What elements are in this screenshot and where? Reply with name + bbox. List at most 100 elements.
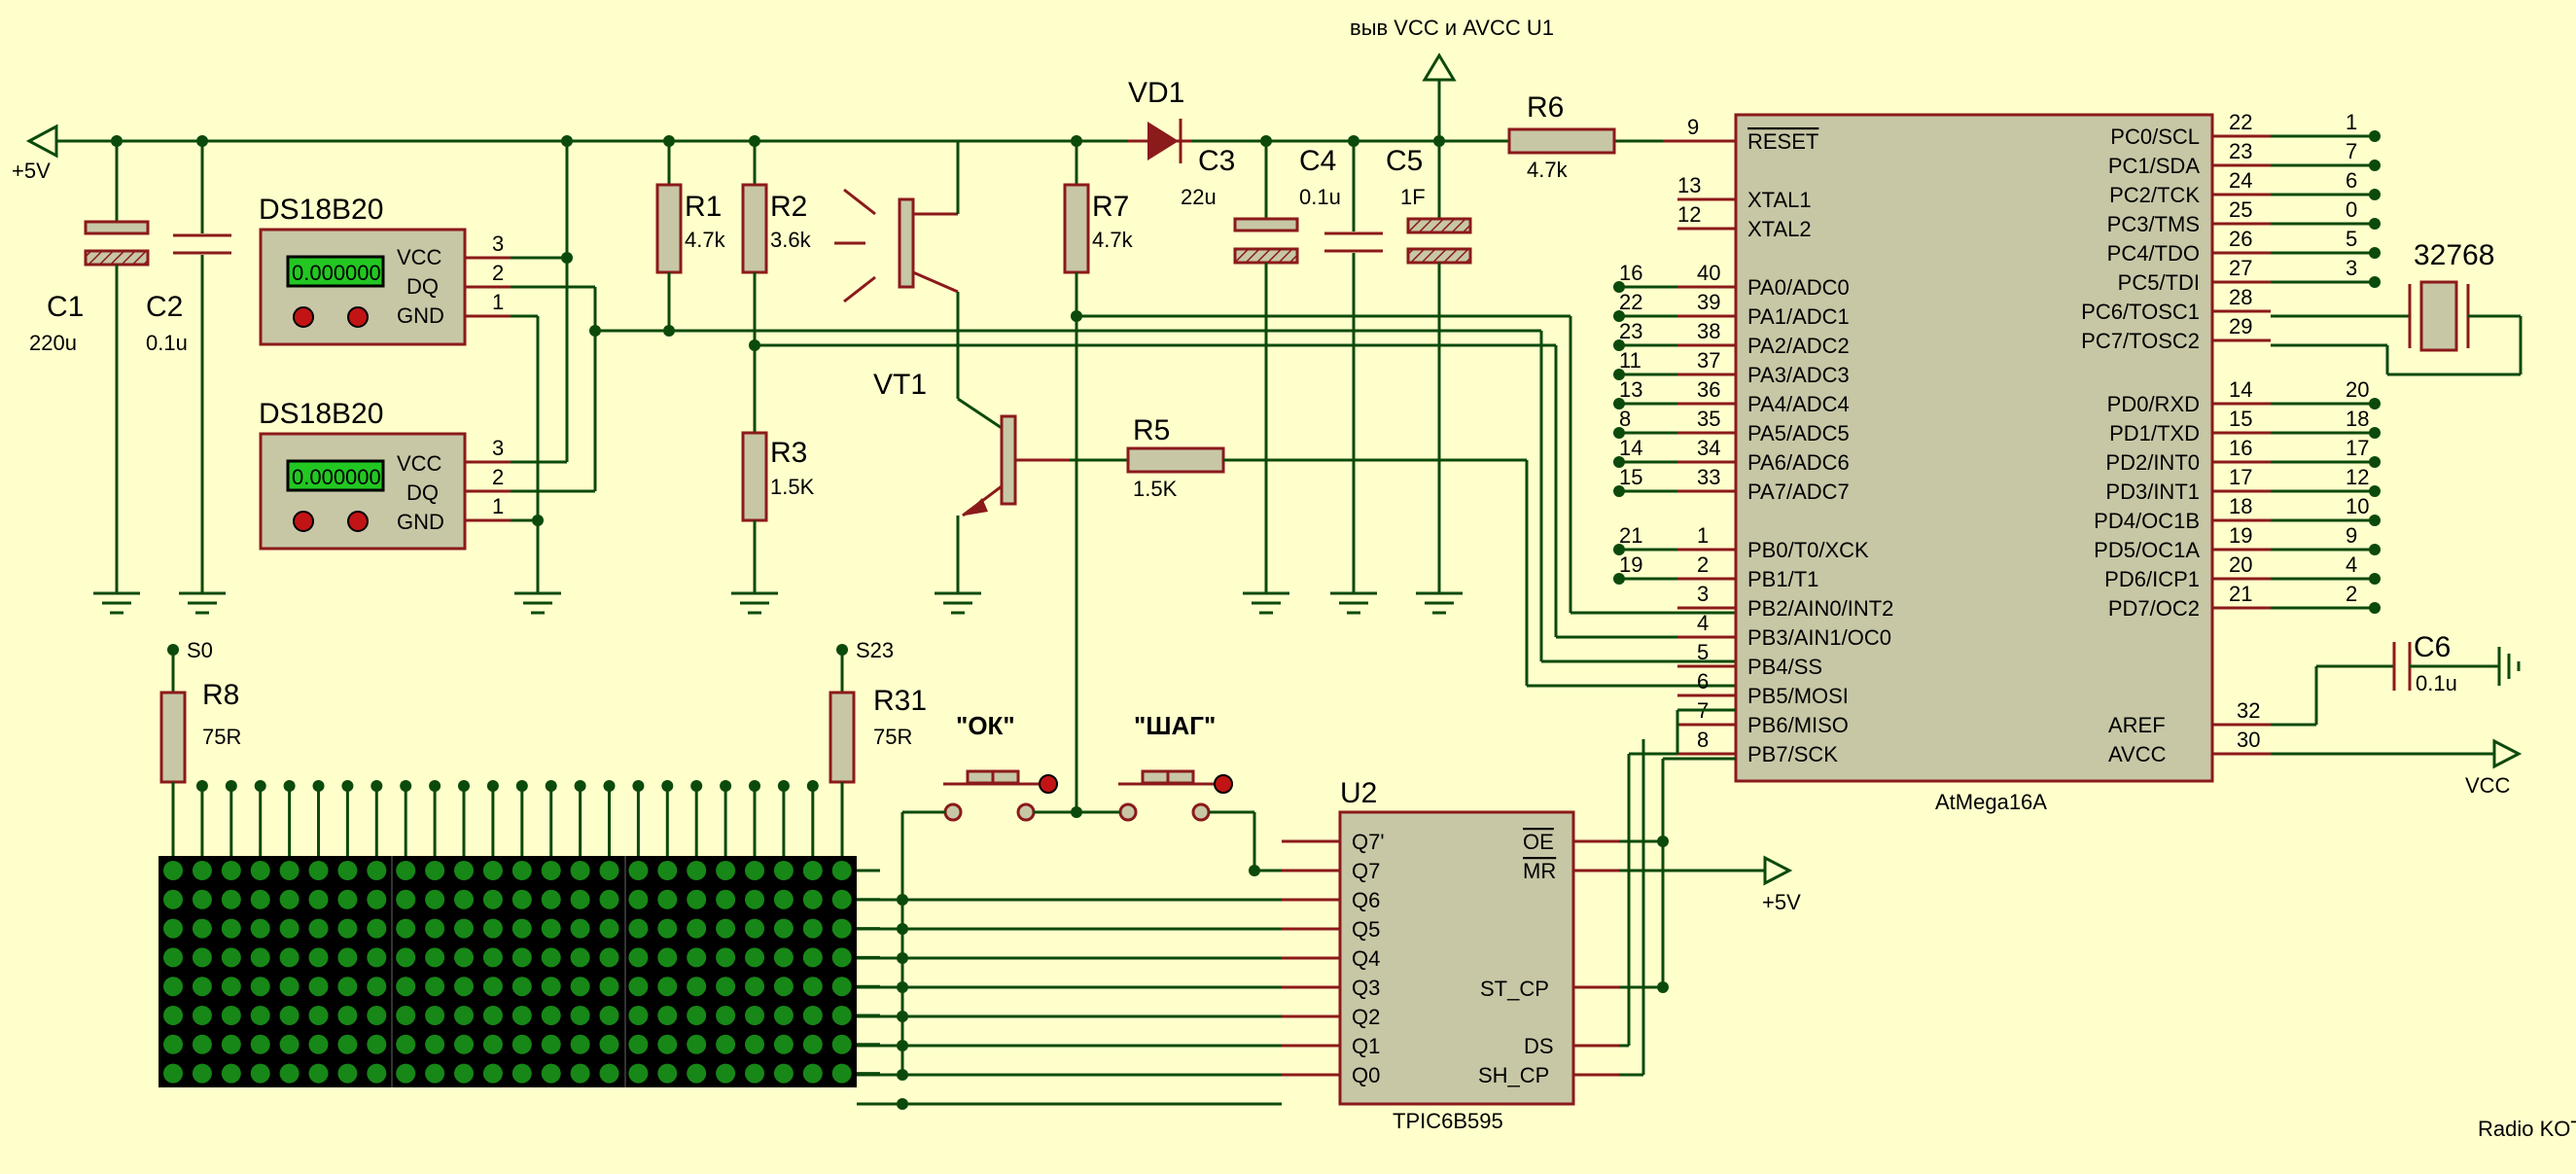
led-dot	[425, 861, 445, 880]
led-dot	[163, 1063, 183, 1084]
led-dot	[599, 918, 619, 939]
mcu-pin-number: 14	[2229, 377, 2252, 402]
led-dot	[570, 1006, 590, 1025]
led-dot	[482, 1063, 503, 1084]
led-dot	[628, 1034, 649, 1054]
led-dot	[308, 1006, 329, 1025]
mcu-pin-label: PA0/ADC0	[1747, 275, 1850, 300]
button-ok[interactable]: "ОК"	[943, 711, 1058, 822]
resistor-r3: R3 1.5K	[741, 431, 815, 593]
led-dot	[192, 889, 212, 909]
svg-text:75R: 75R	[202, 725, 241, 749]
mcu-pin-label: PB4/SS	[1747, 655, 1822, 679]
led-dot	[773, 1006, 794, 1025]
led-dot	[802, 861, 823, 880]
led-dot	[482, 889, 503, 909]
led-dot	[745, 947, 764, 968]
led-dot	[192, 1034, 212, 1054]
svg-text:3: 3	[492, 231, 504, 256]
u2-pin-label: Q7	[1352, 859, 1380, 883]
plus5v-terminal-arrow	[25, 124, 58, 159]
led-dot	[657, 861, 678, 880]
net-label: 10	[2346, 494, 2369, 518]
svg-text:DS: DS	[1524, 1034, 1554, 1058]
svg-text:GND: GND	[397, 303, 444, 328]
mcu-pin-number: 15	[2229, 407, 2252, 431]
led-dot	[250, 1063, 270, 1084]
led-dot	[628, 977, 649, 997]
button-step[interactable]: "ШАГ"	[1118, 711, 1233, 822]
net-label: 12	[2346, 465, 2369, 489]
u2-pin-label: Q3	[1352, 976, 1380, 1000]
svg-text:R3: R3	[770, 437, 807, 469]
mcu-pin-number: 1	[1697, 523, 1709, 548]
led-dot	[745, 918, 764, 939]
mcu-pin-number: 21	[2229, 582, 2252, 606]
led-dot	[482, 1034, 503, 1054]
mcu-right-pins: PC0/SCL22PC1/SDA23PC2/TCK24PC3/TMS25PC4/…	[2081, 110, 2271, 621]
svg-text:2: 2	[492, 261, 504, 285]
led-dot	[716, 918, 736, 939]
led-dot	[192, 1006, 212, 1025]
plus5v-label: +5V	[12, 159, 51, 183]
mcu-pin-number: 17	[2229, 465, 2252, 489]
led-dot	[541, 861, 561, 880]
led-dot	[482, 947, 503, 968]
mcu-pin-number: 28	[2229, 285, 2252, 309]
led-dot	[454, 1034, 474, 1054]
net-label: 7	[2346, 139, 2357, 163]
diode-vd1: VD1	[1128, 77, 1191, 163]
led-dot	[687, 1006, 707, 1025]
led-dot	[482, 918, 503, 939]
svg-text:3: 3	[492, 436, 504, 460]
mcu-pin-number: 40	[1697, 261, 1720, 285]
mcu-pin-label: PC4/TDO	[2107, 241, 2200, 266]
led-dot	[367, 1034, 387, 1054]
mcu-pin-number: 19	[2229, 523, 2252, 548]
svg-text:R31: R31	[873, 685, 927, 717]
resistor-r31: S23 R31 75R	[829, 638, 927, 856]
svg-text:VT1: VT1	[873, 369, 927, 401]
led-dot	[425, 1006, 445, 1025]
svg-text:VCC: VCC	[397, 245, 442, 269]
led-dot	[512, 1034, 532, 1054]
led-dot	[716, 889, 736, 909]
svg-text:C5: C5	[1386, 145, 1423, 177]
led-dot	[831, 1034, 852, 1054]
mcu-atmega16a: 40PA0/ADC039PA1/ADC138PA2/ADC237PA3/ADC3…	[1663, 110, 2271, 814]
svg-text:XTAL2: XTAL2	[1747, 217, 1812, 241]
led-dot	[396, 1063, 416, 1084]
mcu-pin-label: PD7/OC2	[2108, 596, 2200, 621]
led-dot	[425, 918, 445, 939]
watermark: Radio KOT	[2478, 1117, 2576, 1141]
led-dot	[192, 918, 212, 939]
led-dot	[192, 947, 212, 968]
mcu-pin-label: PC7/TOSC2	[2081, 329, 2200, 353]
led-dot	[831, 977, 852, 997]
led-dot	[425, 1063, 445, 1084]
led-dot	[657, 947, 678, 968]
led-dot	[163, 947, 183, 968]
svg-text:1.5K: 1.5K	[770, 475, 815, 499]
mcu-pin-label: PA7/ADC7	[1747, 480, 1850, 504]
svg-text:12: 12	[1677, 202, 1701, 227]
mcu-pin-label: PC1/SDA	[2108, 154, 2200, 178]
led-dot	[192, 977, 212, 997]
led-dot	[628, 947, 649, 968]
svg-text:R7: R7	[1092, 191, 1129, 223]
led-dot	[541, 918, 561, 939]
resistor-r7: R7 4.7k	[1063, 141, 1736, 812]
led-dot	[802, 1034, 823, 1054]
led-dot	[628, 1006, 649, 1025]
led-dot	[628, 1063, 649, 1084]
led-dot	[599, 1063, 619, 1084]
net-label: 23	[1619, 319, 1642, 343]
net-label: 2	[2346, 582, 2357, 606]
vcc-note: выв VCC и AVCC U1	[1350, 16, 1554, 141]
resistor-r8: S0 R8 75R	[159, 638, 241, 856]
net-label: 11	[1619, 348, 1641, 373]
led-dot	[425, 977, 445, 997]
led-dot	[221, 1006, 241, 1025]
led-dot	[773, 1063, 794, 1084]
mcu-left-pins: 40PA0/ADC039PA1/ADC138PA2/ADC237PA3/ADC3…	[1677, 261, 1893, 766]
